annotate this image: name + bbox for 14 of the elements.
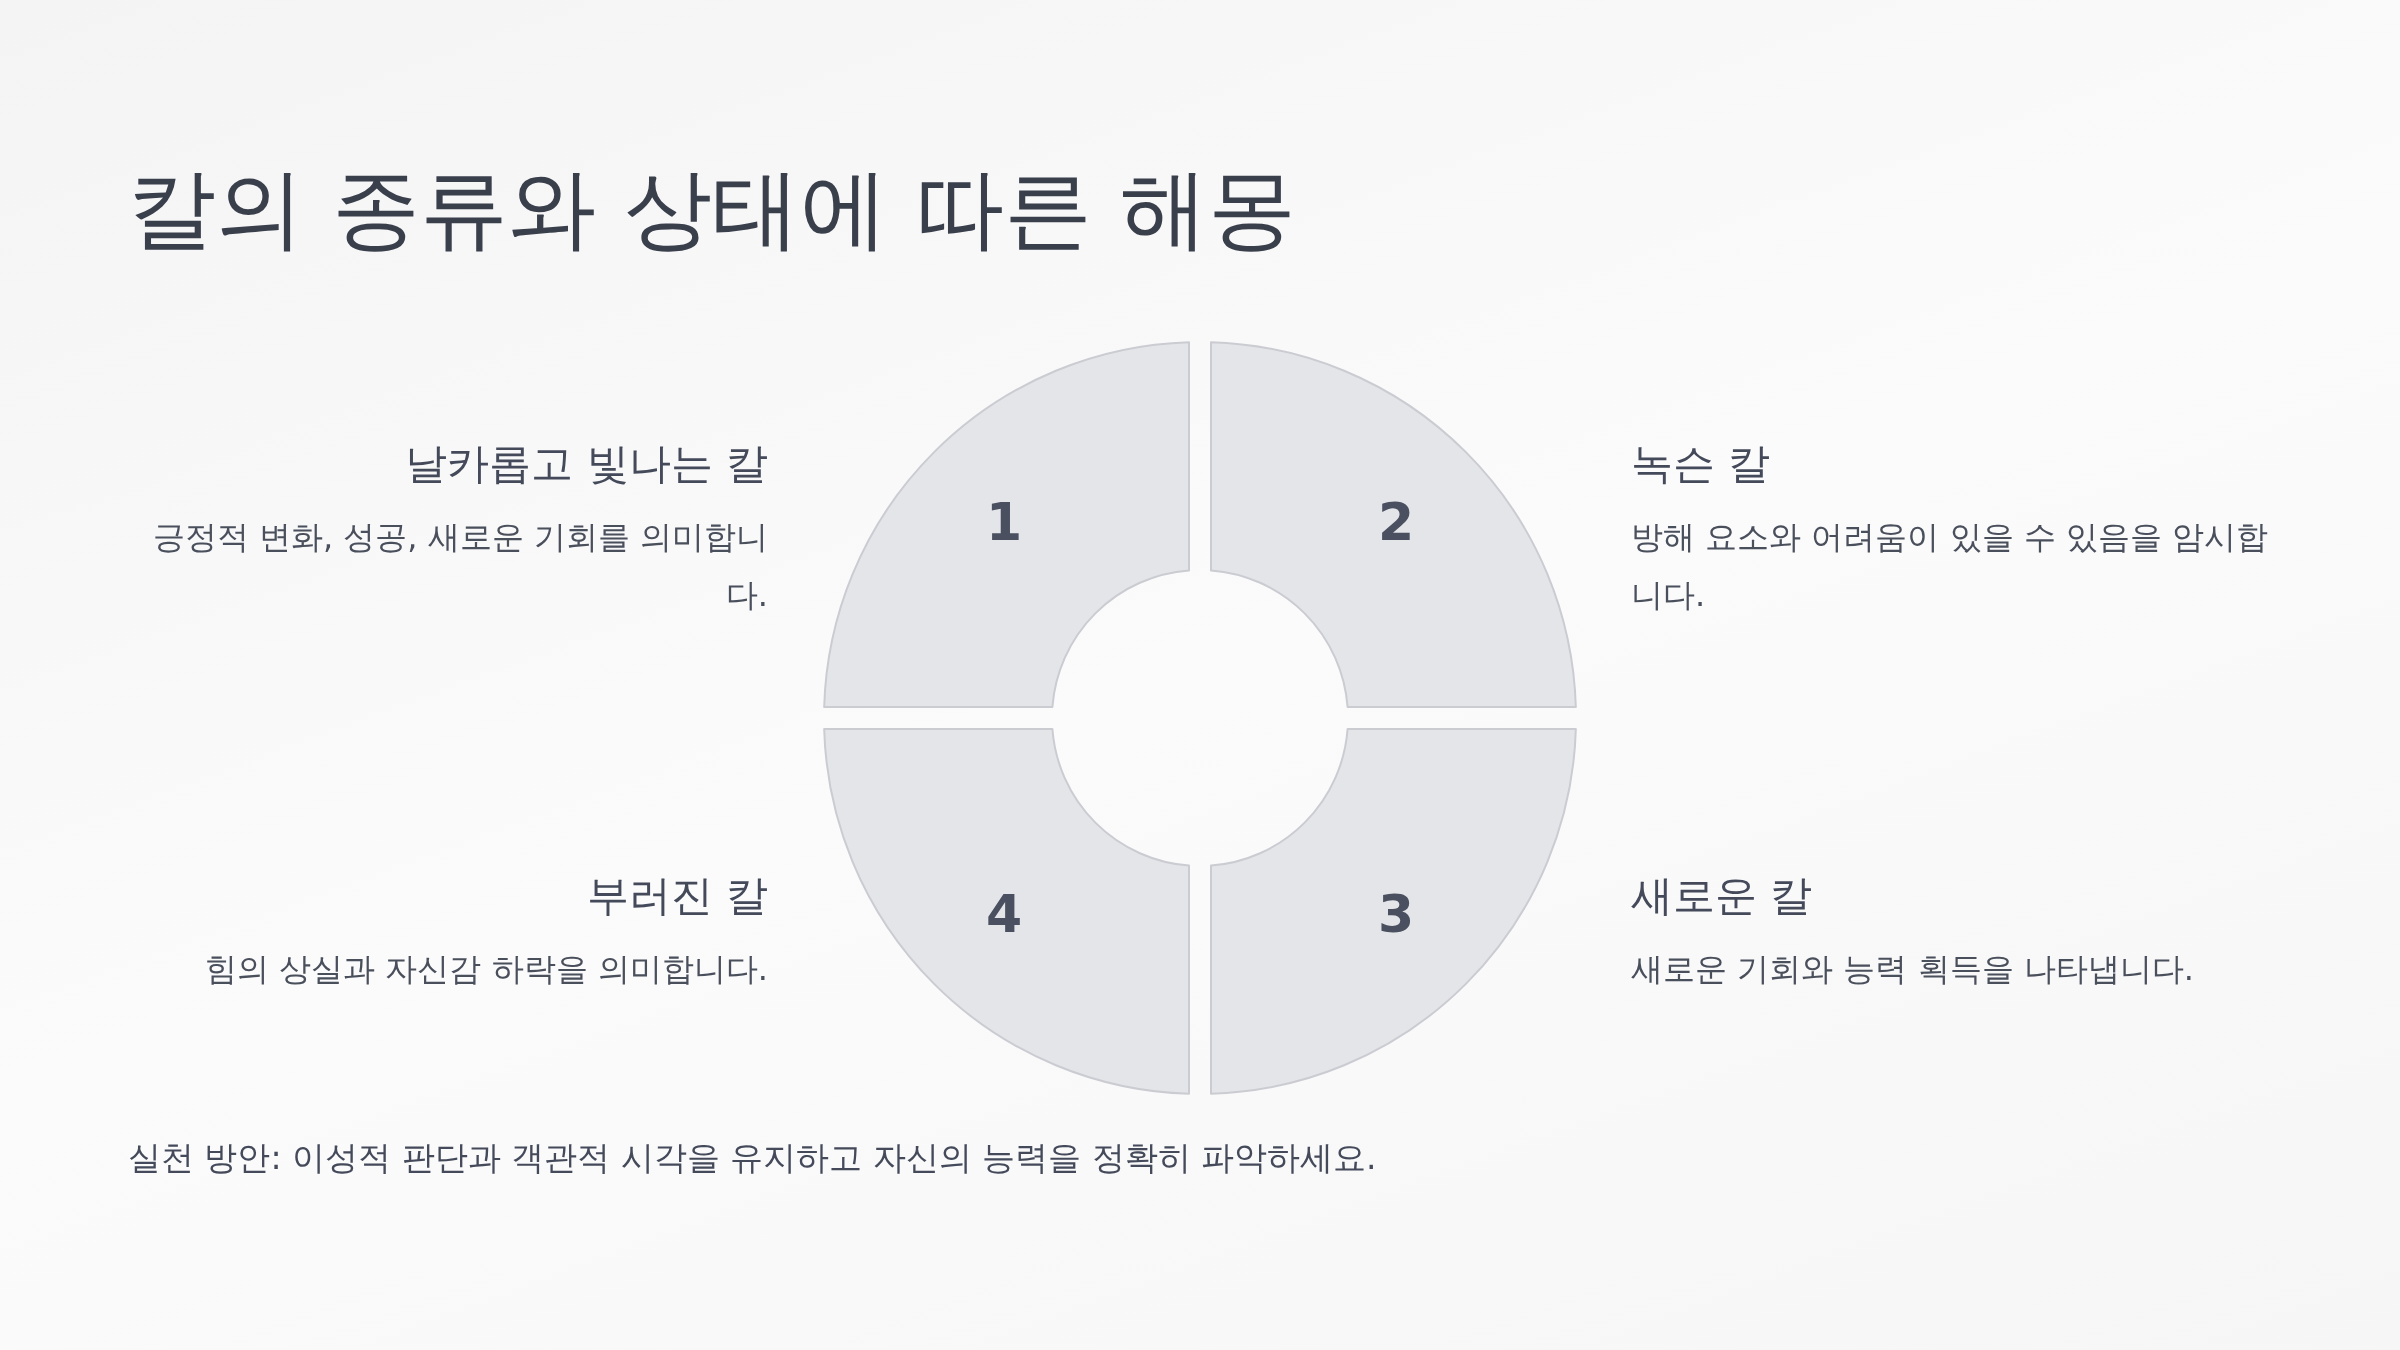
item-heading: 부러진 칼 xyxy=(585,870,768,922)
item-heading: 날카롭고 빛나는 칼 xyxy=(404,438,768,490)
item-description: 새로운 기회와 능력 획득을 나타냅니다. xyxy=(1631,949,2195,990)
note-text: 실천 방안: 이성적 판단과 객관적 시각을 유지하고 자신의 능력을 정확히 파악하세요. xyxy=(128,1137,1377,1179)
item-description: 방해 요소와 어려움이 있을 수 있음을 암시합니다. xyxy=(1631,517,2270,616)
step-number: 3 xyxy=(1377,884,1415,944)
slide-title: 칼의 종류와 상태에 따른 해몽 xyxy=(128,156,1296,262)
item-heading: 새로운 칼 xyxy=(1631,870,1814,922)
step-number: 1 xyxy=(985,492,1023,552)
step-number: 4 xyxy=(985,884,1023,944)
step-number: 2 xyxy=(1377,492,1415,552)
item-description: 힘의 상실과 자신감 하락을 의미합니다. xyxy=(204,949,768,990)
item-heading: 녹슨 칼 xyxy=(1631,438,1772,490)
item-description: 긍정적 변화, 성공, 새로운 기회를 의미합니다. xyxy=(151,517,768,616)
